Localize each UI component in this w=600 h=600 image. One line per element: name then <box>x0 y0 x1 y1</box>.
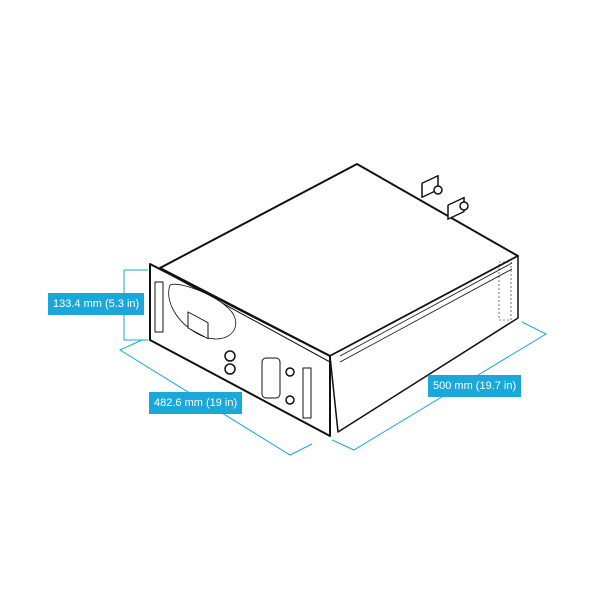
side-vent <box>498 261 512 321</box>
depth-label: 500 mm (19.7 in) <box>428 375 522 397</box>
width-label: 482.6 mm (19 in) <box>149 392 243 414</box>
display <box>187 311 209 340</box>
rear-connectors <box>421 174 469 220</box>
side-face <box>329 255 519 433</box>
filter-housing <box>261 357 281 399</box>
height-label: 133.4 mm (5.3 in) <box>48 293 145 315</box>
rack-unit <box>149 163 519 437</box>
front-control-plate <box>168 283 237 340</box>
